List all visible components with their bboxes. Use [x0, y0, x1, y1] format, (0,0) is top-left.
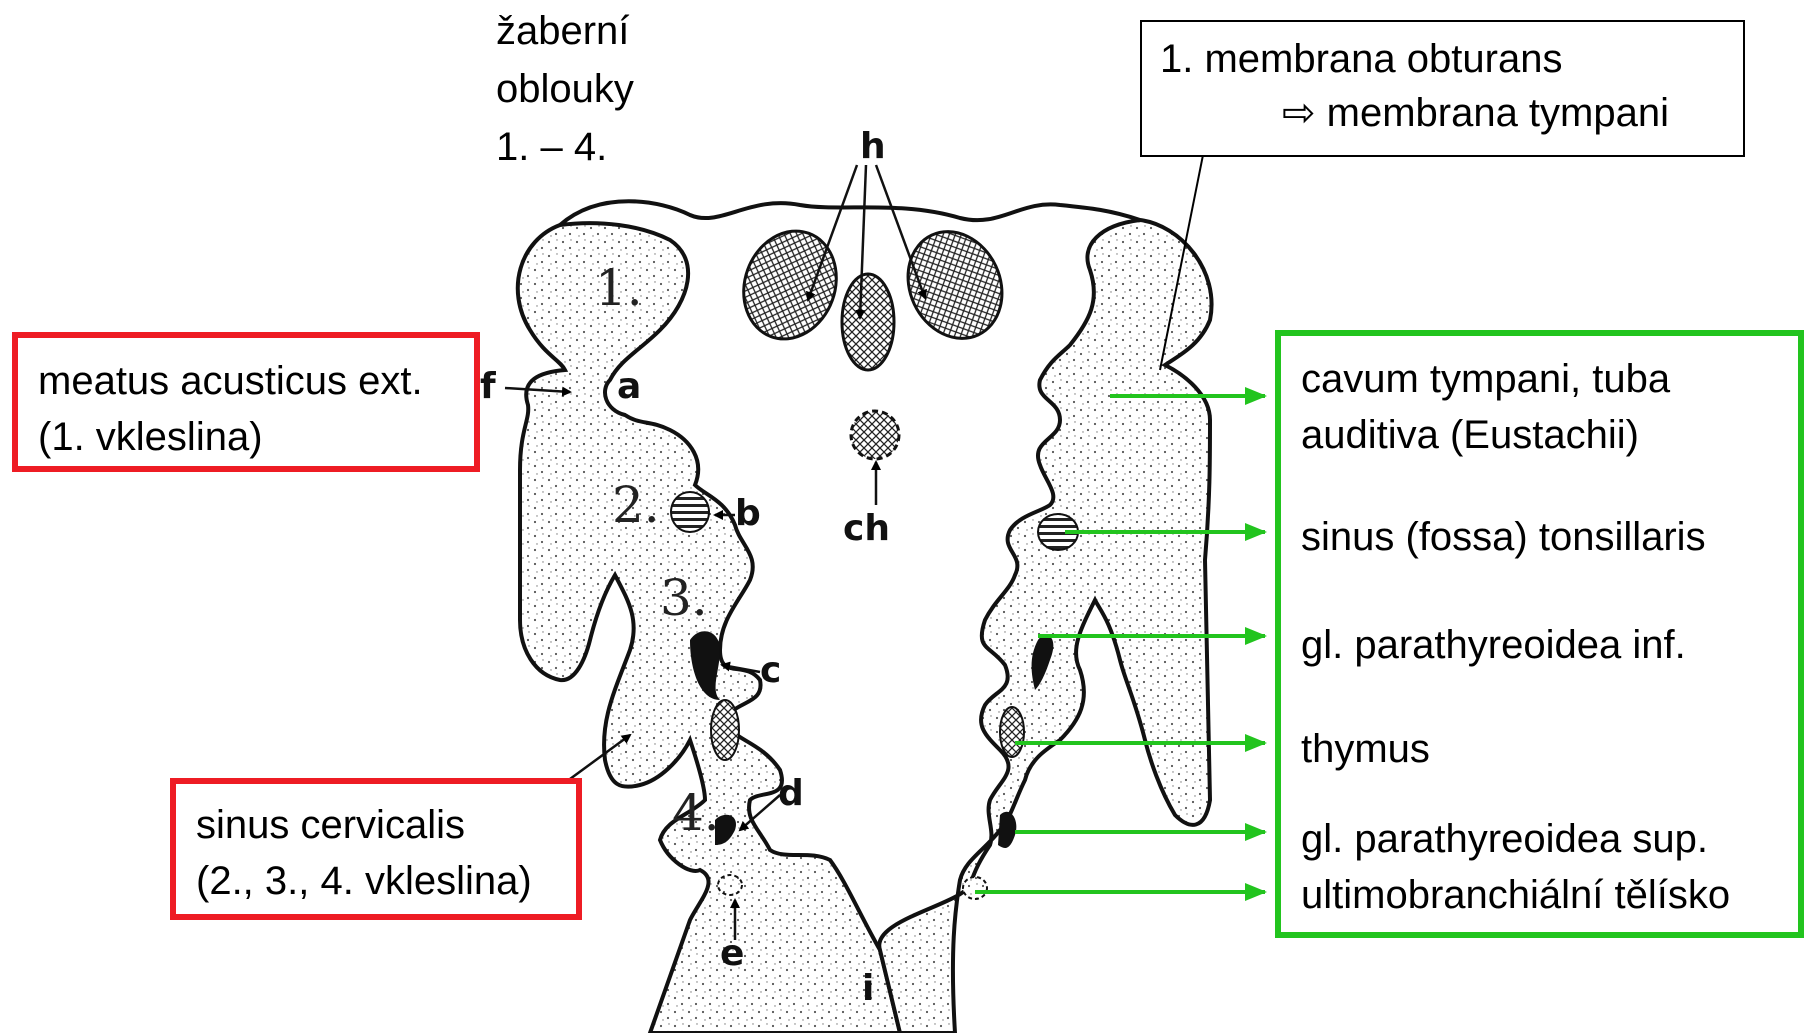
meatus-box: meatus acusticus ext. (1. vkleslina) [12, 332, 480, 472]
derivative-thymus: thymus [1301, 720, 1430, 778]
thymus-right [1000, 707, 1024, 757]
derivative-cavum-2: auditiva (Eustachii) [1301, 406, 1639, 464]
letter-b: b [735, 493, 761, 534]
structure-e-left [718, 875, 742, 895]
right-tissue [879, 220, 1211, 1033]
letter-f: f [480, 366, 496, 407]
structure-d-right [998, 812, 1016, 848]
arch-number-1: 1. [595, 259, 643, 317]
arch-number-2: 2. [612, 476, 660, 534]
arch-number-3: 3. [660, 569, 708, 627]
top-membrane-line [560, 201, 1140, 225]
sinus-cervicalis-line-1: sinus cervicalis [196, 796, 465, 854]
letter-h: h [860, 126, 886, 167]
letter-d: d [778, 773, 804, 814]
hatched-oval-left [729, 218, 851, 352]
membrana-line-1: 1. membrana obturans [1160, 30, 1562, 88]
letter-i: i [862, 968, 874, 1009]
derivative-ultimobranchial: ultimobranchiální tělísko [1301, 866, 1730, 924]
gill-arches-line-3: 1. – 4. [496, 118, 634, 176]
sinus-cervicalis-box: sinus cervicalis (2., 3., 4. vkleslina) [170, 778, 582, 920]
letter-e: e [720, 933, 744, 974]
derivative-cavum-1: cavum tympani, tuba [1301, 350, 1670, 408]
letter-c: c [760, 650, 781, 691]
membrana-box: 1. membrana obturans ⇨ membrana tympani [1140, 20, 1745, 157]
gill-arches-line-2: oblouky [496, 60, 634, 118]
gill-arches-label: žaberní oblouky 1. – 4. [496, 2, 634, 176]
sinus-cervicalis-line-2: (2., 3., 4. vkleslina) [196, 852, 532, 910]
thymus-left [711, 700, 739, 760]
derivatives-box: cavum tympani, tuba auditiva (Eustachii)… [1275, 330, 1804, 938]
arch-number-4: 4. [672, 784, 720, 842]
meatus-line-1: meatus acusticus ext. [38, 352, 423, 410]
letter-ch: ch [843, 508, 890, 549]
structure-e-right [963, 877, 987, 899]
derivative-parathyreoidea-inf: gl. parathyreoidea inf. [1301, 616, 1686, 674]
structure-b-left [671, 492, 709, 532]
letter-a: a [617, 366, 641, 407]
derivative-tonsillaris: sinus (fossa) tonsillaris [1301, 508, 1706, 566]
derivative-parathyreoidea-sup: gl. parathyreoidea sup. [1301, 810, 1708, 868]
meatus-line-2: (1. vkleslina) [38, 408, 263, 466]
arrow-h-right [876, 165, 925, 298]
hatched-oval-center [842, 274, 894, 370]
notochord-circle [851, 411, 899, 459]
membrana-line-2: ⇨ membrana tympani [1282, 84, 1669, 142]
gill-arches-line-1: žaberní [496, 2, 634, 60]
hatched-oval-right [891, 216, 1019, 354]
